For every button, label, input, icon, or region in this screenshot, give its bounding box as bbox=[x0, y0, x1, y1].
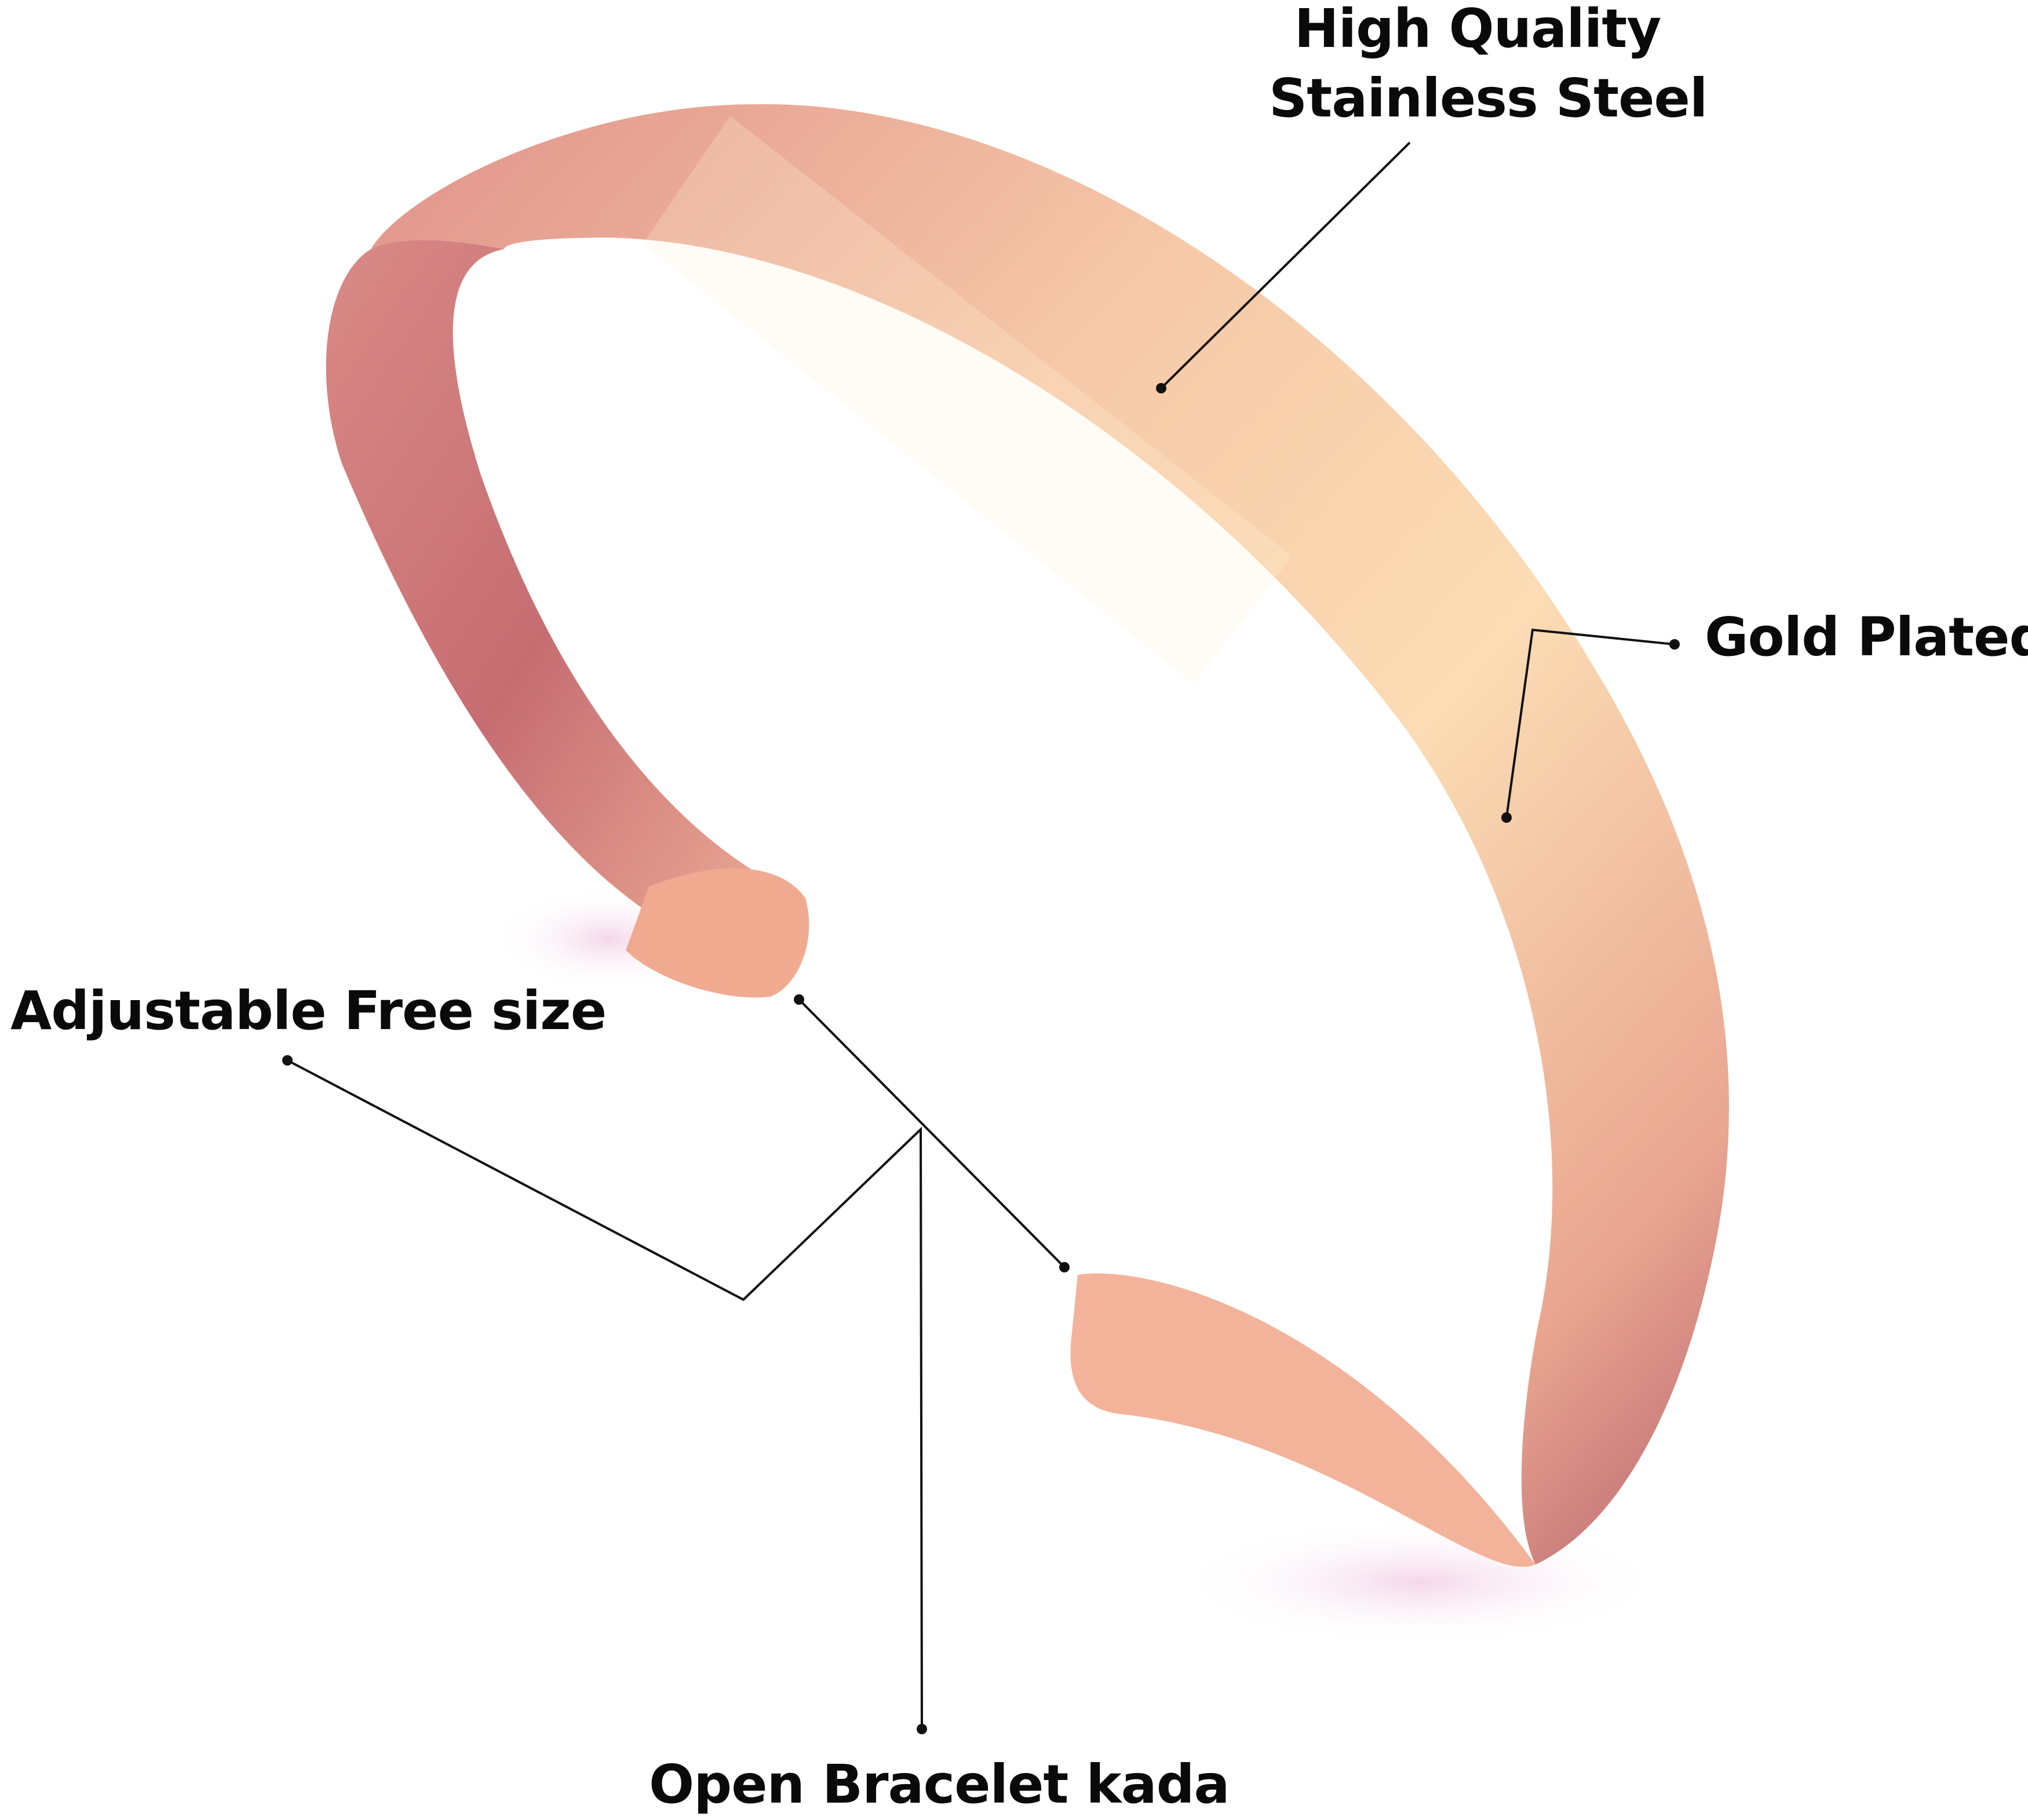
bracelet-right-end bbox=[1070, 1273, 1535, 1567]
label-line: High Quality bbox=[1294, 0, 1662, 60]
dot bbox=[282, 1055, 293, 1066]
bracelet-outer-band bbox=[371, 104, 1729, 1565]
leader-dots bbox=[282, 383, 1680, 1734]
shadow bbox=[1176, 1518, 1663, 1646]
bracelet-inner-band bbox=[326, 240, 805, 962]
label-line: Stainless Steel bbox=[1269, 67, 1708, 129]
leader-lines bbox=[287, 141, 1675, 1730]
leader-line-gold bbox=[1505, 628, 1675, 818]
label-adjustable: Adjustable Free size bbox=[10, 980, 607, 1042]
label-stainless-steel: High Quality Stainless Steel bbox=[1269, 0, 1708, 133]
label-gold-plated: Gold Plated bbox=[1705, 606, 2028, 668]
leader-line-stainless bbox=[1160, 141, 1411, 389]
dot bbox=[1501, 812, 1512, 823]
dot bbox=[917, 1724, 927, 1734]
dot bbox=[794, 994, 804, 1005]
dot bbox=[1059, 1262, 1070, 1272]
bracelet-left-end bbox=[626, 868, 809, 998]
leader-line-adjustable bbox=[287, 1059, 923, 1730]
bracelet-highlight bbox=[643, 116, 1292, 684]
leader-line-opening bbox=[798, 998, 1066, 1268]
label-open-bracelet: Open Bracelet kada bbox=[649, 1753, 1230, 1815]
dot bbox=[1156, 383, 1166, 393]
dot bbox=[1669, 639, 1680, 650]
